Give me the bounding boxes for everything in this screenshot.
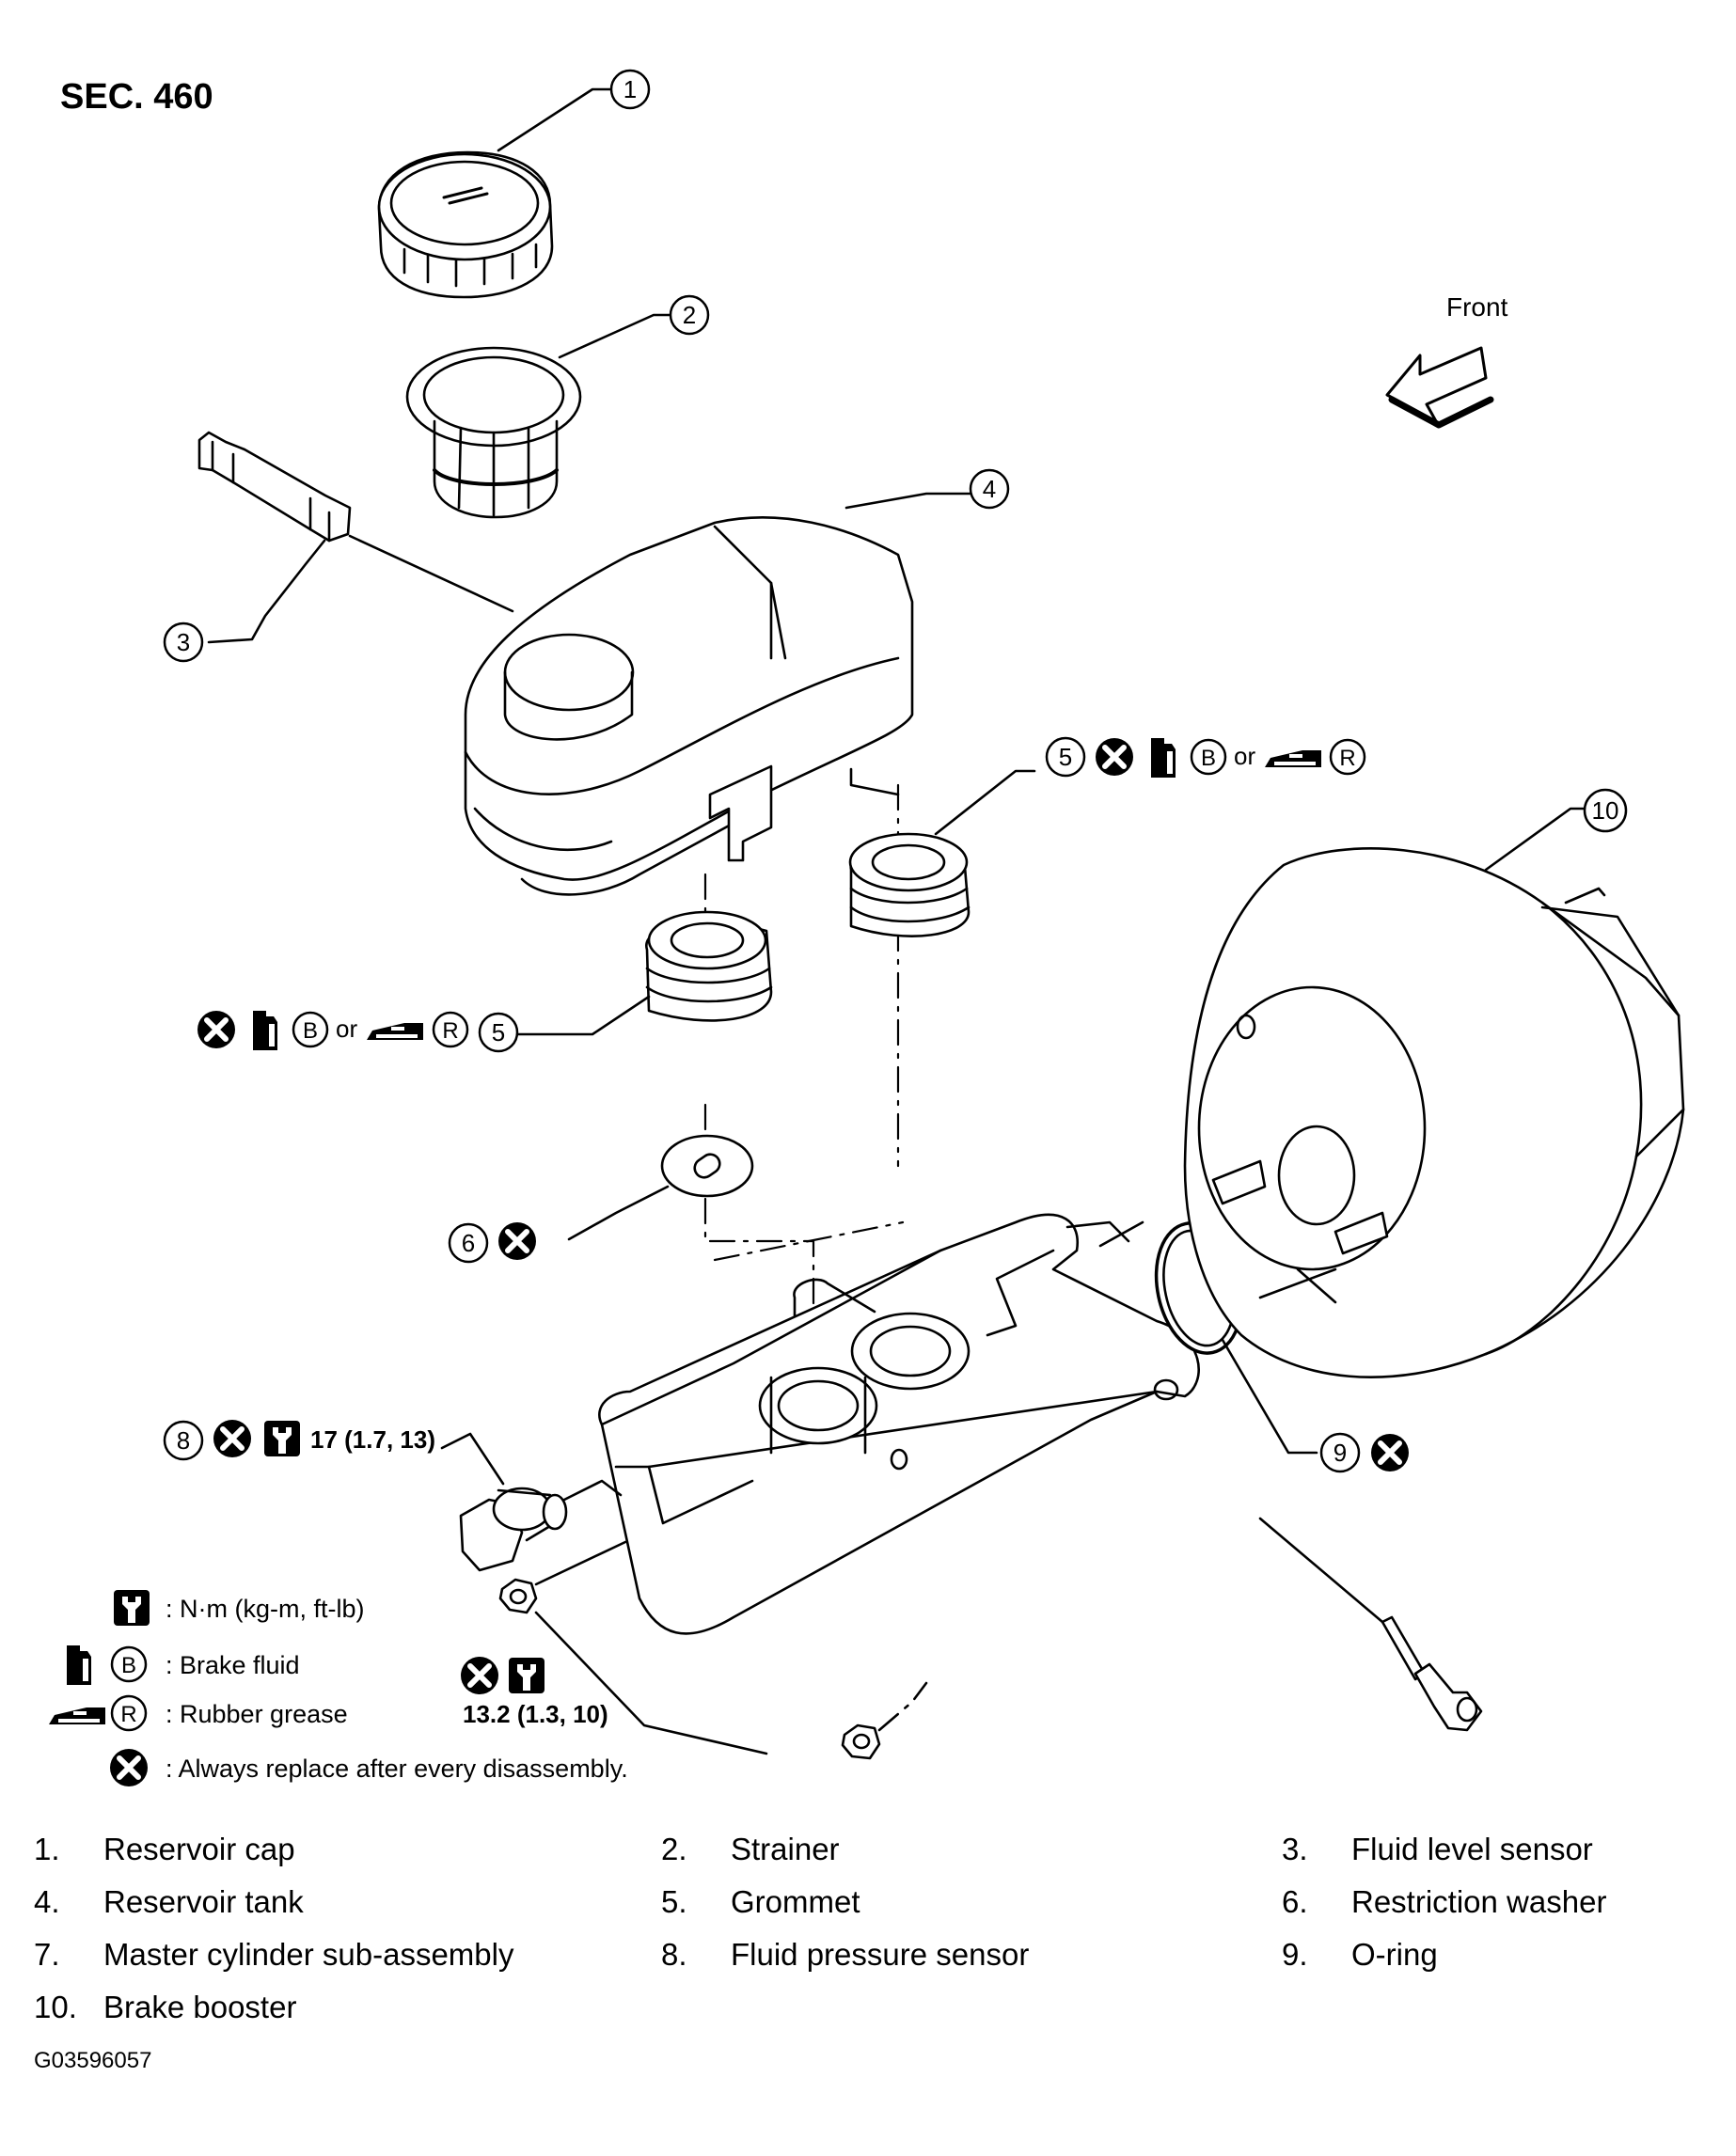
reservoir-tank-drawing	[464, 492, 989, 896]
replace-x-icon	[461, 1657, 498, 1694]
sensor-torque-spec: 17 (1.7, 13)	[310, 1425, 435, 1454]
svg-text:R: R	[1339, 746, 1355, 771]
legend-brake-fluid-text: : Brake fluid	[166, 1651, 300, 1679]
restriction-washer-drawing	[567, 1134, 754, 1241]
part-item: 6.Restriction washer	[1282, 1884, 1607, 1919]
part-item: 2.Strainer	[661, 1832, 840, 1866]
svg-text:1: 1	[623, 75, 637, 103]
reservoir-cap-drawing	[377, 87, 613, 299]
legend-torque-text: : N·m (kg-m, ft-lb)	[166, 1595, 364, 1623]
svg-text:B: B	[303, 1018, 318, 1044]
fluid-level-sensor-drawing	[197, 431, 514, 644]
svg-text:B: B	[121, 1653, 136, 1678]
nut-symbols: 13.2 (1.3, 10)	[461, 1657, 608, 1728]
svg-text:B: B	[1201, 746, 1216, 771]
callout-5-lower: 5	[478, 1012, 519, 1053]
part-item: 10.Brake booster	[34, 1990, 297, 2024]
replace-x-icon	[1371, 1434, 1409, 1471]
callout-4: 4	[969, 468, 1010, 510]
svg-text:4: 4	[983, 475, 996, 503]
brake-fluid-icon	[67, 1645, 91, 1685]
rubber-grease-icon	[1265, 750, 1321, 767]
washer-symbols	[498, 1222, 536, 1260]
brake-fluid-icon	[1151, 738, 1176, 778]
callout-5-upper: 5	[1045, 736, 1086, 778]
part-item: 3.Fluid level sensor	[1282, 1832, 1593, 1866]
section-title: SEC. 460	[60, 77, 213, 117]
svg-text:R: R	[120, 1702, 136, 1727]
legend-texts: : N·m (kg-m, ft-lb) : Brake fluid : Rubb…	[166, 1595, 628, 1783]
legend-icons: B R	[49, 1590, 150, 1786]
master-cylinder-drawing	[598, 1213, 1200, 1635]
fluid-pressure-sensor-drawing	[440, 1432, 623, 1572]
brake-fluid-icon	[253, 1011, 277, 1050]
svg-text:8: 8	[177, 1426, 190, 1455]
callout-10: 10	[1583, 788, 1628, 833]
svg-text:R: R	[442, 1018, 458, 1044]
svg-text:5: 5	[492, 1018, 505, 1047]
rubber-grease-icon	[49, 1707, 105, 1724]
replace-x-icon	[197, 1011, 235, 1048]
torque-wrench-icon	[114, 1590, 150, 1626]
nut-torque-spec: 13.2 (1.3, 10)	[463, 1700, 608, 1728]
part-item: 7.Master cylinder sub-assembly	[34, 1937, 514, 1972]
rubber-grease-icon	[367, 1023, 423, 1040]
svg-text:5: 5	[1059, 743, 1072, 771]
grommet-lower-symbols: B or R	[197, 1011, 469, 1050]
legend-rubber-grease-text: : Rubber grease	[166, 1700, 348, 1728]
part-item: 1.Reservoir cap	[34, 1832, 295, 1866]
grommet-left-drawing	[513, 910, 773, 1036]
callout-2: 2	[669, 294, 710, 336]
replace-x-icon	[110, 1749, 148, 1786]
part-item: 8.Fluid pressure sensor	[661, 1937, 1030, 1972]
svg-text:3: 3	[177, 628, 190, 656]
brake-booster-drawing	[1183, 807, 1685, 1378]
replace-x-icon	[1096, 738, 1133, 776]
torque-wrench-icon	[509, 1658, 544, 1693]
svg-text:6: 6	[462, 1229, 475, 1257]
exploded-diagram: 1 2 3 4 5 5 6 8 9 10 B or R B or R 17 (1…	[49, 69, 1685, 1824]
callout-9: 9	[1319, 1432, 1361, 1473]
grommet-upper-symbols: B or R	[1096, 738, 1366, 778]
callout-1: 1	[609, 69, 651, 110]
pressure-sensor-symbols: 17 (1.7, 13)	[213, 1420, 435, 1457]
part-item: 9.O-ring	[1282, 1937, 1438, 1972]
nut-left-drawing	[498, 1540, 768, 1755]
nut-right-drawing	[841, 1681, 928, 1760]
figure-id: G03596057	[34, 2048, 152, 2073]
mounting-bolt-drawing	[1258, 1517, 1483, 1732]
svg-text:or: or	[1234, 742, 1255, 770]
o-ring-symbols	[1371, 1434, 1409, 1471]
svg-text:or: or	[336, 1015, 357, 1043]
callout-8: 8	[163, 1420, 204, 1461]
legend-replace-text: : Always replace after every disassembly…	[166, 1755, 628, 1783]
part-item: 5.Grommet	[661, 1884, 860, 1919]
svg-text:9: 9	[1334, 1439, 1347, 1467]
replace-x-icon	[213, 1420, 251, 1457]
front-label: Front	[1446, 292, 1508, 322]
replace-x-icon	[498, 1222, 536, 1260]
grommet-right-drawing	[848, 769, 1036, 937]
torque-wrench-icon	[264, 1421, 300, 1456]
callout-6: 6	[448, 1222, 489, 1264]
svg-text:10: 10	[1592, 796, 1619, 825]
strainer-drawing	[405, 313, 671, 519]
front-arrow-icon	[1385, 346, 1494, 429]
svg-text:2: 2	[683, 301, 696, 329]
callout-3: 3	[163, 622, 204, 663]
part-item: 4.Reservoir tank	[34, 1884, 304, 1919]
